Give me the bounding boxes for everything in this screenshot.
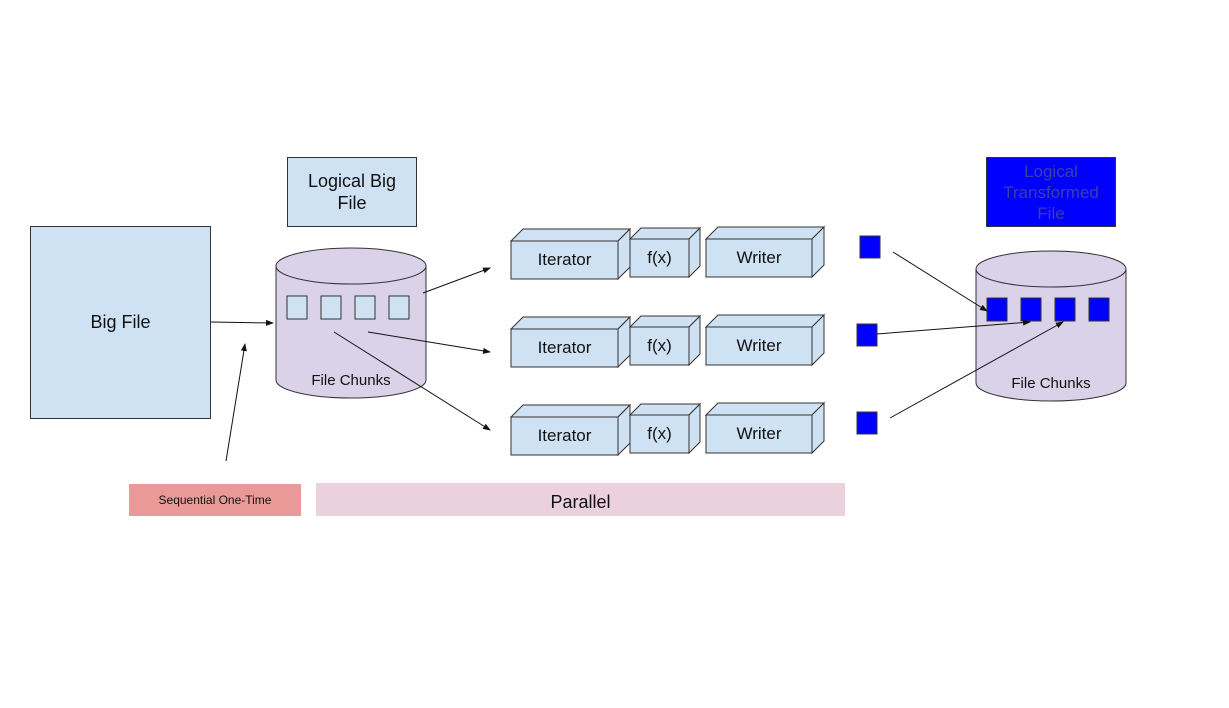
sequential-band: Sequential One-Time	[129, 484, 301, 516]
source-chunk-store-label: File Chunks	[311, 371, 391, 389]
source-chunk	[320, 295, 342, 320]
iterator-block	[509, 403, 632, 457]
output-chunk-3	[856, 411, 878, 435]
iterator-label: Iterator	[537, 250, 592, 269]
pipeline-row-1	[509, 225, 826, 281]
target-chunk-store	[975, 250, 1127, 402]
target-chunk-squares	[986, 297, 1110, 322]
writer-block	[704, 313, 826, 367]
source-chunk	[388, 295, 410, 320]
big-file-box: Big File	[30, 226, 211, 419]
arrow-output-2-to-target	[876, 319, 1031, 335]
parallel-band: Parallel	[316, 483, 845, 516]
arrow-chunk-to-pipeline-1	[422, 267, 491, 294]
arrow-sequential-up	[225, 343, 247, 462]
arrow-output-1-to-target	[892, 251, 988, 312]
iterator-block	[509, 315, 632, 369]
function-block	[628, 314, 702, 367]
arrow-bigfile-to-chunks	[210, 319, 274, 326]
iterator-label: Iterator	[537, 426, 592, 445]
function-block	[628, 226, 702, 279]
function-block	[628, 402, 702, 455]
logical-big-file-label: Logical Big File	[307, 171, 397, 213]
pipeline-row-2	[509, 313, 826, 369]
function-label: f(x)	[647, 424, 672, 443]
arrow-output-3-to-target	[889, 321, 1064, 419]
logical-big-file-box: Logical Big File	[287, 157, 417, 227]
writer-label: Writer	[736, 336, 782, 355]
source-chunk	[286, 295, 308, 320]
arrow-chunk-to-pipeline-2	[367, 331, 491, 354]
output-chunk-1	[859, 235, 881, 259]
iterator-label: Iterator	[537, 338, 592, 357]
function-label: f(x)	[647, 336, 672, 355]
writer-label: Writer	[736, 248, 782, 267]
target-chunk	[1088, 297, 1110, 322]
arrow-chunk-to-pipeline-3	[333, 331, 491, 431]
big-file-label: Big File	[90, 312, 151, 332]
iterator-block	[509, 227, 632, 281]
target-chunk	[1020, 297, 1042, 322]
parallel-band-label: Parallel	[550, 492, 611, 512]
output-chunk-2	[856, 323, 878, 347]
logical-transformed-file-box: Logical Transformed File	[986, 157, 1116, 227]
writer-label: Writer	[736, 424, 782, 443]
target-chunk	[1054, 297, 1076, 322]
writer-block	[704, 401, 826, 455]
function-label: f(x)	[647, 248, 672, 267]
target-chunk-store-label: File Chunks	[1011, 374, 1091, 392]
pipeline-row-3	[509, 401, 826, 457]
sequential-band-label: Sequential One-Time	[158, 493, 272, 507]
source-chunk-squares	[286, 295, 410, 320]
source-chunk	[354, 295, 376, 320]
target-chunk	[986, 297, 1008, 322]
logical-transformed-file-label: Logical Transformed File	[1003, 161, 1099, 223]
writer-block	[704, 225, 826, 279]
